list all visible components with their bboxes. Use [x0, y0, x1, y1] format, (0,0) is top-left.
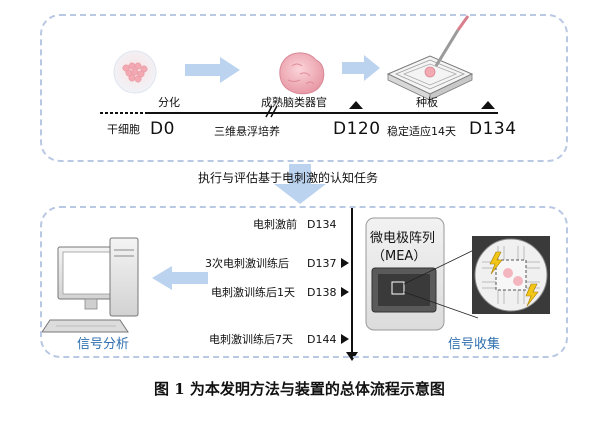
label-day-120: D120	[333, 119, 381, 139]
timeline-day-4: D144	[307, 333, 337, 346]
signal-analysis-label: 信号分析	[77, 337, 130, 352]
label-mature-organoid: 成熟脑类器官	[261, 96, 327, 109]
label-stable-adapt: 稳定适应14天	[387, 125, 456, 138]
label-differentiation: 分化	[158, 96, 180, 109]
label-stem-cell: 干细胞	[107, 123, 140, 136]
figure-caption: 图 1 为本发明方法与装置的总体流程示意图	[154, 380, 445, 398]
timeline-day-3: D138	[307, 286, 337, 299]
top-panel	[40, 14, 568, 162]
mea-label-line1: 微电极阵列	[370, 231, 436, 246]
signal-collection-label: 信号收集	[448, 337, 501, 352]
bottom-panel	[40, 206, 568, 358]
timeline-label-4: 电刺激训练后7天	[209, 333, 293, 346]
middle-task-label: 执行与评估基于电刺激的认知任务	[198, 171, 379, 185]
timeline-day-2: D137	[307, 257, 337, 270]
label-day-0: D0	[150, 119, 175, 139]
timeline-label-2: 3次电刺激训练后	[205, 257, 289, 270]
timeline-label-3: 电刺激训练后1天	[211, 286, 295, 299]
timeline-label-1: 电刺激前	[253, 218, 297, 231]
timeline-day-1: D134	[307, 218, 337, 231]
mea-label-line2: （MEA）	[372, 249, 427, 264]
label-day-134: D134	[469, 119, 517, 139]
label-seeding: 种板	[416, 96, 438, 109]
label-3d-culture: 三维悬浮培养	[214, 125, 280, 138]
